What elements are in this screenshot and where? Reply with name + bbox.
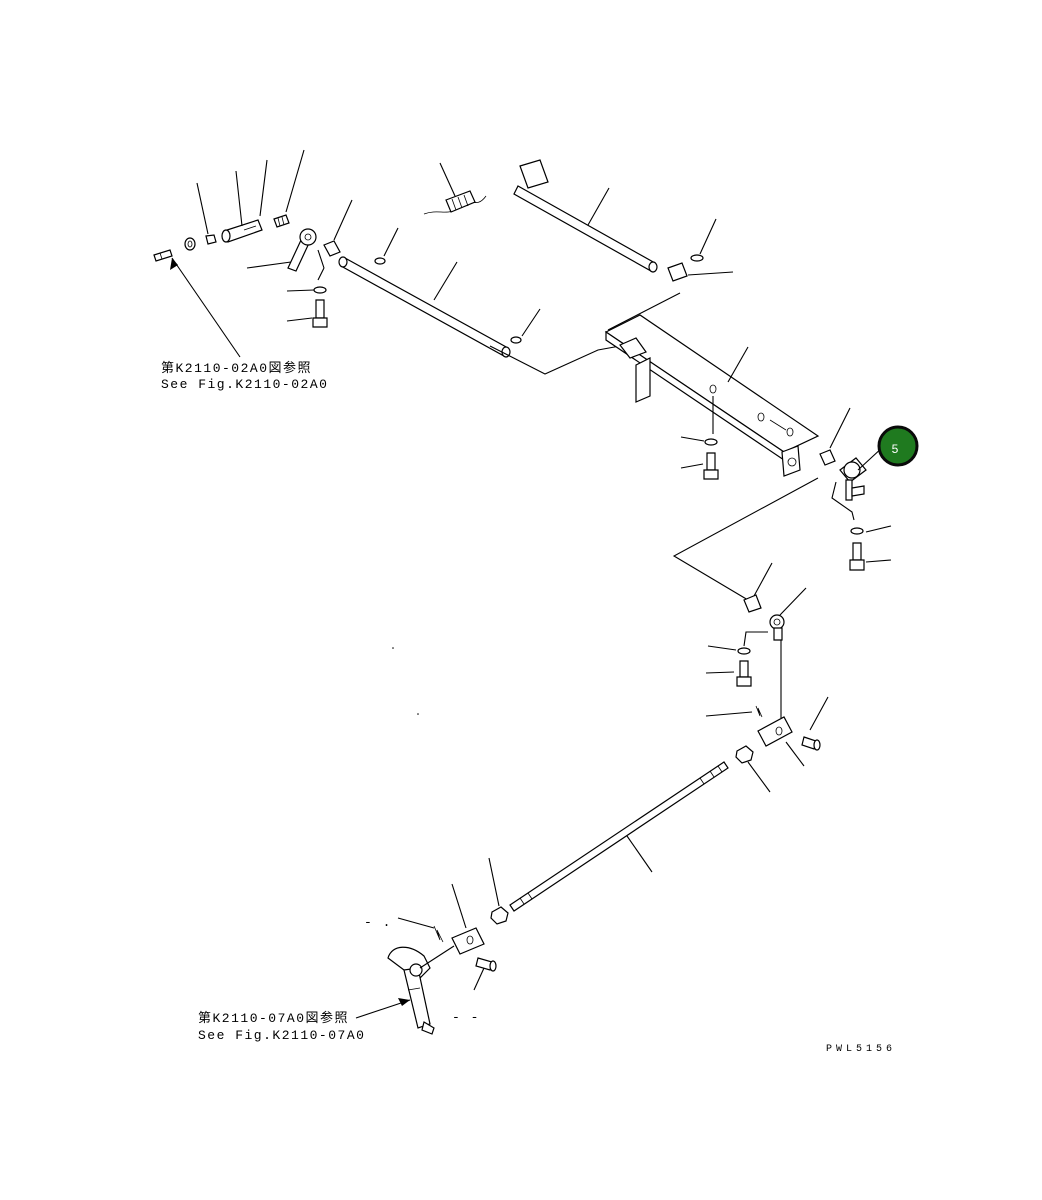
return-spring — [423, 190, 487, 215]
upper-reference-jp: 第K2110-02A0図参照 — [161, 360, 312, 376]
bushing-part — [743, 594, 762, 613]
bolt-part — [736, 660, 752, 687]
yoke-part — [451, 927, 485, 955]
sleeve-part — [221, 219, 263, 243]
lower-reference-arrow — [355, 998, 411, 1019]
lower-lever-part — [769, 614, 785, 641]
nut-part — [205, 234, 217, 245]
bolt-part — [849, 542, 865, 571]
upper-left-parts — [153, 149, 353, 328]
part-number-label: 5 — [892, 442, 899, 456]
cotter-pin-part — [433, 925, 444, 943]
nut-part — [490, 906, 509, 925]
washer-part — [850, 527, 864, 535]
clevis-pin-part — [801, 736, 821, 751]
clevis-pin-part — [475, 957, 497, 972]
bracket-plate — [604, 314, 820, 477]
bolt-part — [312, 299, 328, 328]
bushing-part — [819, 449, 836, 466]
pin-part — [153, 249, 173, 262]
washer-part — [704, 438, 718, 446]
pedal-part — [387, 946, 435, 1035]
drawing-code: PWL5156 — [826, 1044, 896, 1055]
minor-mark-left: - . — [364, 915, 392, 930]
control-rod — [509, 761, 729, 912]
lower-reference-jp: 第K2110-07A0図参照 — [198, 1010, 349, 1026]
nut-part — [735, 745, 754, 764]
clamp-lever-part — [839, 457, 867, 501]
spring-part — [273, 214, 290, 228]
washer-part — [313, 286, 327, 294]
lever-part — [287, 228, 317, 272]
left-shaft — [338, 256, 522, 358]
cotter-pin-part — [755, 705, 763, 718]
bushing-part — [323, 240, 341, 257]
lower-reference-en: See Fig.K2110-07A0 — [198, 1028, 365, 1043]
minor-mark-right: - - — [452, 1010, 480, 1025]
right-shaft — [513, 159, 704, 282]
part-number-badge[interactable]: 5 — [877, 425, 919, 467]
upper-reference-arrow — [170, 257, 241, 358]
upper-reference-en: See Fig.K2110-02A0 — [161, 377, 328, 392]
bolt-part — [703, 452, 719, 480]
washer-part — [184, 237, 196, 251]
yoke-part — [757, 716, 793, 747]
washer-part — [737, 647, 751, 655]
